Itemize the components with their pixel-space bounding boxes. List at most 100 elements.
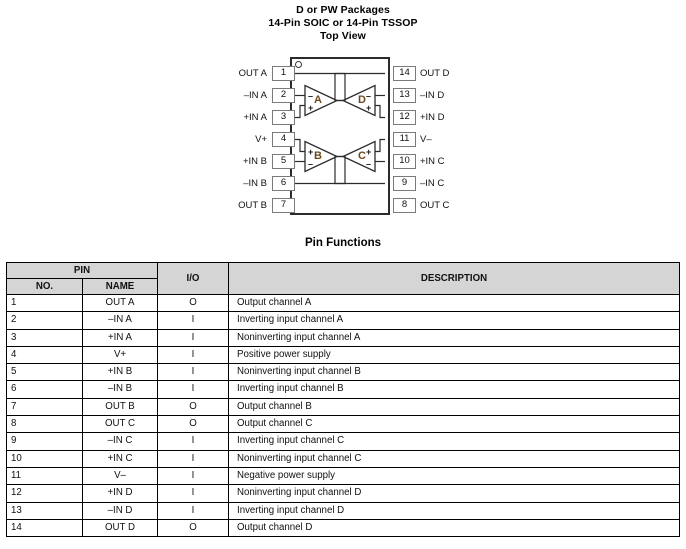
pin-box-11: 11: [393, 132, 416, 147]
pin-label-10: +IN C: [420, 156, 445, 167]
amp-d-bottom-sign: +: [366, 103, 372, 113]
cell-name: +IN A: [82, 328, 158, 347]
pin-box-14: 14: [393, 66, 416, 81]
amp-c-bottom-sign: –: [366, 159, 372, 169]
pin-label-9: –IN C: [420, 178, 445, 189]
pin-box-2: 2: [272, 88, 295, 103]
pin-box-6: 6: [272, 176, 295, 191]
pin-box-7: 7: [272, 198, 295, 213]
cell-io: I: [157, 328, 229, 347]
cell-description: Output channel B: [228, 397, 680, 417]
cell-name: –IN A: [82, 311, 158, 330]
pin-box-12: 12: [393, 110, 416, 125]
header-description: DESCRIPTION: [228, 262, 680, 295]
cell-io: I: [157, 311, 229, 330]
pin-box-13: 13: [393, 88, 416, 103]
cell-name: +IN D: [82, 484, 158, 503]
cell-io: I: [157, 449, 229, 468]
cell-no: 11: [6, 466, 83, 486]
cell-io: I: [157, 380, 229, 399]
cell-io: I: [157, 501, 229, 520]
cell-description: Inverting input channel B: [228, 380, 680, 399]
cell-no: 9: [6, 432, 83, 451]
cell-name: +IN C: [82, 449, 158, 468]
table-header: PIN I/O DESCRIPTION NO. NAME: [6, 262, 680, 295]
header-io: I/O: [157, 262, 229, 295]
cell-name: –IN B: [82, 380, 158, 399]
cell-description: Inverting input channel C: [228, 432, 680, 451]
pin-label-11: V–: [420, 134, 432, 145]
pin-label-5: +IN B: [242, 156, 267, 167]
amp-label-b: B: [314, 150, 322, 162]
amp-c-top-sign: +: [366, 147, 372, 157]
cell-io: I: [157, 466, 229, 486]
amp-a-top-sign: –: [308, 91, 314, 101]
cell-description: Output channel C: [228, 415, 680, 434]
cell-no: 12: [6, 484, 83, 503]
cell-name: OUT B: [82, 397, 158, 417]
pin-1-dot-icon: [295, 61, 302, 68]
cell-description: Noninverting input channel C: [228, 449, 680, 468]
cell-name: –IN C: [82, 432, 158, 451]
pin-label-3: +IN A: [243, 112, 268, 123]
cell-io: I: [157, 432, 229, 451]
cell-description: Noninverting input channel A: [228, 328, 680, 347]
cell-name: OUT A: [82, 293, 158, 313]
cell-no: 4: [6, 345, 83, 365]
pin-label-13: –IN D: [420, 90, 445, 101]
cell-description: Noninverting input channel B: [228, 363, 680, 382]
cell-io: I: [157, 484, 229, 503]
pin-label-7: OUT B: [238, 200, 267, 211]
internal-wiring: [295, 72, 385, 185]
cell-name: –IN D: [82, 501, 158, 520]
pinout-diagram: A B C D – + + – + – – + 1 2 3 4 5 6 7 OU…: [0, 50, 686, 230]
cell-io: O: [157, 415, 229, 434]
cell-no: 7: [6, 397, 83, 417]
cell-io: I: [157, 345, 229, 365]
cell-name: +IN B: [82, 363, 158, 382]
cell-description: Positive power supply: [228, 345, 680, 365]
pin-box-10: 10: [393, 154, 416, 169]
cell-io: O: [157, 397, 229, 417]
cell-io: O: [157, 293, 229, 313]
cell-description: Output channel A: [228, 293, 680, 313]
package-heading-line-3: Top View: [320, 30, 366, 42]
header-name: NAME: [82, 278, 158, 295]
pin-box-4: 4: [272, 132, 295, 147]
amp-a-bottom-sign: +: [308, 103, 314, 113]
cell-no: 8: [6, 415, 83, 434]
table-header-row-group: PIN I/O DESCRIPTION: [6, 262, 680, 295]
cell-no: 13: [6, 501, 83, 520]
pin-functions-title: Pin Functions: [304, 237, 382, 249]
cell-description: Negative power supply: [228, 466, 680, 486]
pin-label-2: –IN A: [243, 90, 267, 101]
cell-name: V–: [82, 466, 158, 486]
pin-label-12: +IN D: [420, 112, 445, 123]
pin-box-9: 9: [393, 176, 416, 191]
cell-no: 2: [6, 311, 83, 330]
amp-label-d: D: [358, 94, 366, 106]
cell-name: OUT D: [82, 518, 158, 538]
package-heading-line-1: D or PW Packages: [296, 4, 390, 16]
amp-b-bottom-sign: –: [308, 159, 314, 169]
cell-no: 1: [6, 293, 83, 313]
cell-no: 5: [6, 363, 83, 382]
cell-io: O: [157, 518, 229, 538]
header-no: NO.: [6, 278, 83, 295]
amp-d-top-sign: –: [366, 91, 372, 101]
cell-description: Inverting input channel A: [228, 311, 680, 330]
cell-description: Inverting input channel D: [228, 501, 680, 520]
